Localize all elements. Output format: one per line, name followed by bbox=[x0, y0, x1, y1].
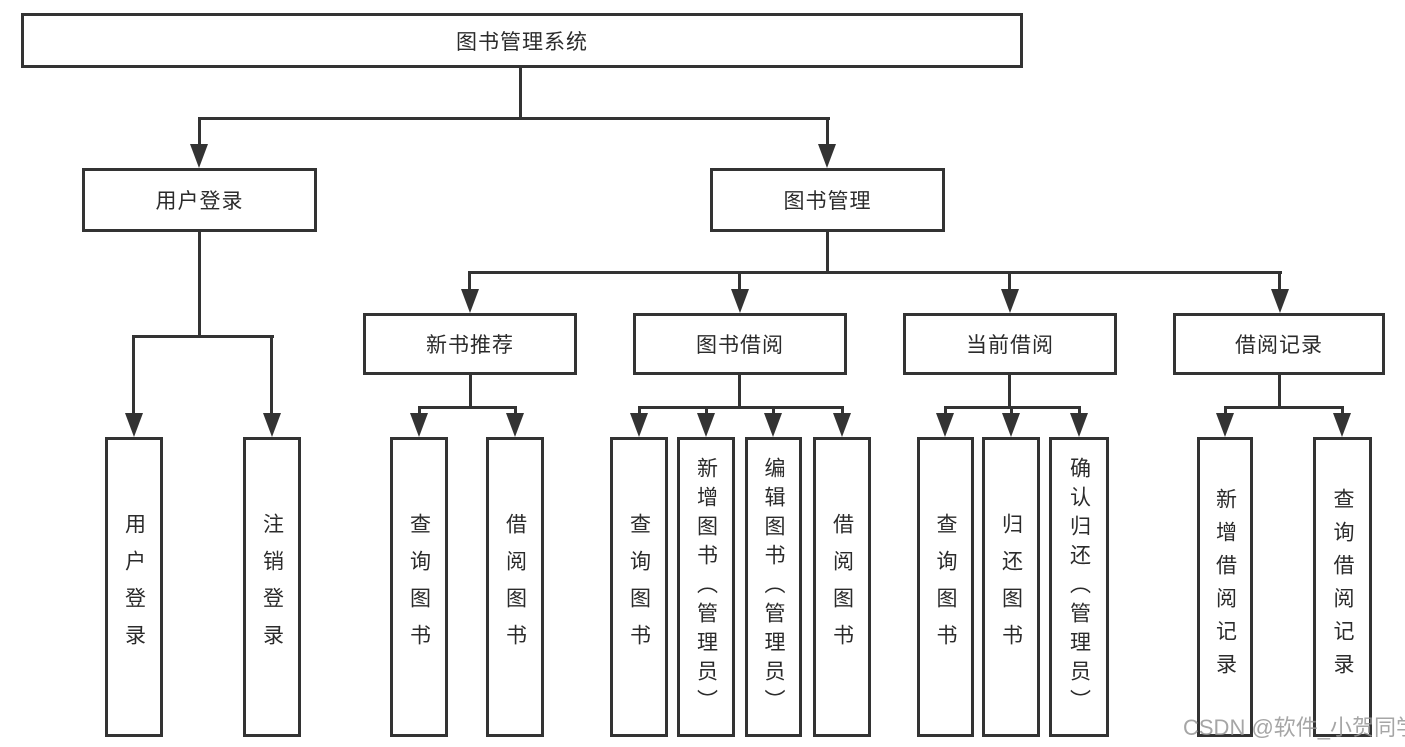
connector-line bbox=[1278, 375, 1281, 408]
connector-line bbox=[198, 232, 201, 338]
connector-line bbox=[1008, 271, 1011, 293]
connector-line bbox=[1008, 375, 1011, 408]
arrowhead-down-icon bbox=[818, 144, 836, 168]
connector-line bbox=[944, 406, 947, 416]
connector-line bbox=[469, 271, 1282, 274]
connector-line bbox=[270, 335, 273, 417]
leaf-label: 查询图书 bbox=[627, 513, 651, 661]
leaf-label: 借阅图书 bbox=[830, 513, 854, 661]
leaf-label: 归还图书 bbox=[999, 513, 1023, 661]
leaf-edit-books-admin: 编辑图书（管理员） bbox=[745, 437, 802, 737]
leaf-label: 查询图书 bbox=[407, 513, 431, 661]
node-book-management: 图书管理 bbox=[710, 168, 945, 232]
node-user-login: 用户登录 bbox=[82, 168, 317, 232]
connector-line bbox=[468, 271, 471, 293]
connector-line bbox=[132, 335, 135, 417]
leaf-add-borrow-record: 新增借阅记录 bbox=[1197, 437, 1253, 737]
connector-line bbox=[772, 406, 775, 416]
connector-line bbox=[469, 375, 472, 408]
connector-line bbox=[1078, 406, 1081, 416]
arrowhead-down-icon bbox=[764, 413, 782, 437]
arrowhead-down-icon bbox=[697, 413, 715, 437]
leaf-user-login: 用户登录 bbox=[105, 437, 163, 737]
leaf-add-books-admin: 新增图书（管理员） bbox=[677, 437, 735, 737]
node-new-book-recommend: 新书推荐 bbox=[363, 313, 577, 375]
connector-line bbox=[519, 68, 522, 120]
arrowhead-down-icon bbox=[833, 413, 851, 437]
connector-line bbox=[826, 117, 829, 147]
connector-line bbox=[638, 406, 641, 416]
leaf-label: 借阅图书 bbox=[503, 513, 527, 661]
leaf-logout: 注销登录 bbox=[243, 437, 301, 737]
arrowhead-down-icon bbox=[461, 289, 479, 313]
csdn-watermark: CSDN @软件_小贺同学 bbox=[1183, 715, 1405, 740]
connector-line bbox=[418, 406, 517, 409]
arrowhead-down-icon bbox=[125, 413, 143, 437]
connector-line bbox=[738, 271, 741, 293]
leaf-label: 确认归还（管理员） bbox=[1067, 456, 1091, 718]
connector-line bbox=[1224, 406, 1227, 416]
connector-line bbox=[705, 406, 708, 416]
leaf-borrow-books: 借阅图书 bbox=[813, 437, 871, 737]
arrowhead-down-icon bbox=[1070, 413, 1088, 437]
arrowhead-down-icon bbox=[410, 413, 428, 437]
arrowhead-down-icon bbox=[630, 413, 648, 437]
connector-line bbox=[638, 406, 844, 409]
arrowhead-down-icon bbox=[1001, 289, 1019, 313]
arrowhead-down-icon bbox=[1271, 289, 1289, 313]
arrowhead-down-icon bbox=[263, 413, 281, 437]
connector-line bbox=[133, 335, 274, 338]
connector-line bbox=[1278, 271, 1281, 293]
connector-line bbox=[514, 406, 517, 416]
leaf-label: 查询借阅记录 bbox=[1331, 488, 1354, 686]
arrowhead-down-icon bbox=[506, 413, 524, 437]
connector-line bbox=[826, 232, 829, 274]
node-borrow-records: 借阅记录 bbox=[1173, 313, 1385, 375]
connector-line bbox=[1010, 406, 1013, 416]
connector-line bbox=[418, 406, 421, 416]
connector-line bbox=[198, 117, 830, 120]
connector-line bbox=[1341, 406, 1344, 416]
connector-line bbox=[1224, 406, 1344, 409]
leaf-label: 新增图书（管理员） bbox=[694, 456, 718, 718]
arrowhead-down-icon bbox=[1002, 413, 1020, 437]
leaf-label: 新增借阅记录 bbox=[1213, 488, 1237, 686]
leaf-label: 注销登录 bbox=[260, 513, 284, 661]
connector-line bbox=[198, 117, 201, 147]
leaf-query-books-borrow: 查询图书 bbox=[610, 437, 668, 737]
connector-line bbox=[841, 406, 844, 416]
node-book-borrow: 图书借阅 bbox=[633, 313, 847, 375]
node-current-borrow: 当前借阅 bbox=[903, 313, 1117, 375]
arrowhead-down-icon bbox=[936, 413, 954, 437]
leaf-label: 编辑图书（管理员） bbox=[762, 456, 785, 718]
leaf-return-books: 归还图书 bbox=[982, 437, 1040, 737]
arrowhead-down-icon bbox=[1216, 413, 1234, 437]
leaf-borrow-books-recommend: 借阅图书 bbox=[486, 437, 544, 737]
connector-line bbox=[738, 375, 741, 408]
leaf-confirm-return-admin: 确认归还（管理员） bbox=[1049, 437, 1109, 737]
leaf-query-books-recommend: 查询图书 bbox=[390, 437, 448, 737]
leaf-label: 用户登录 bbox=[122, 513, 146, 661]
node-root: 图书管理系统 bbox=[21, 13, 1023, 68]
leaf-query-books-current: 查询图书 bbox=[917, 437, 974, 737]
arrowhead-down-icon bbox=[731, 289, 749, 313]
arrowhead-down-icon bbox=[190, 144, 208, 168]
leaf-query-borrow-record: 查询借阅记录 bbox=[1313, 437, 1372, 737]
leaf-label: 查询图书 bbox=[934, 513, 957, 661]
arrowhead-down-icon bbox=[1333, 413, 1351, 437]
